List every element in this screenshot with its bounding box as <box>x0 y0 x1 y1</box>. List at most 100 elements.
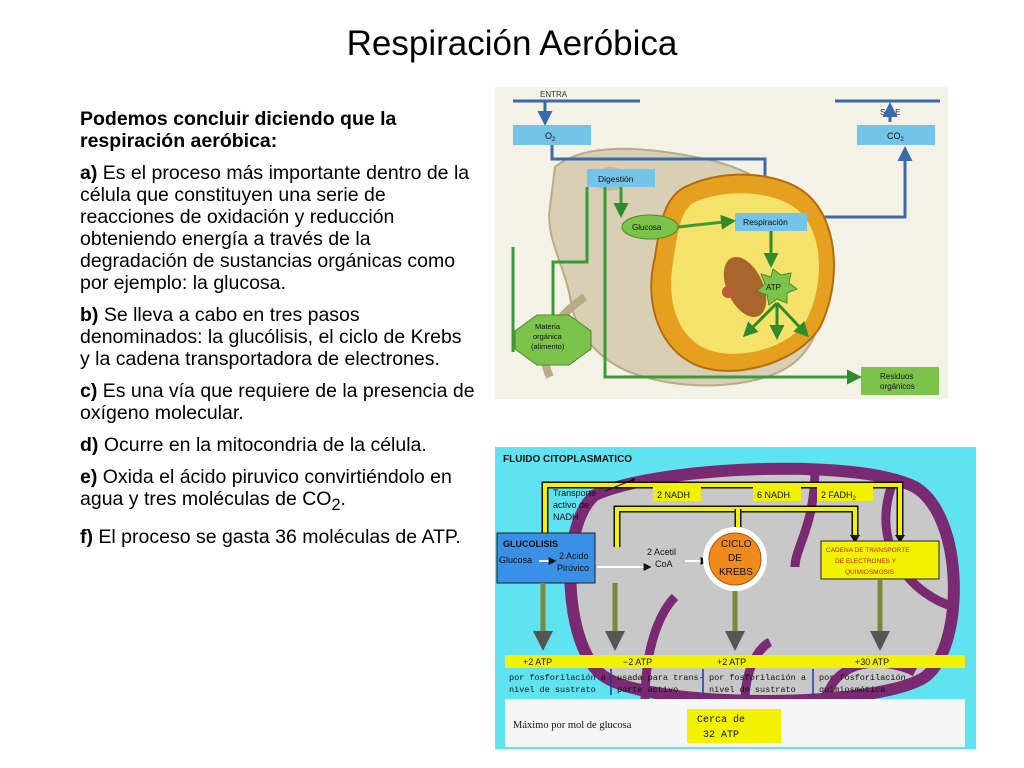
arrowhead-mid <box>850 535 860 543</box>
atp-value-1: +2 ATP <box>523 657 552 667</box>
digestion-box <box>587 169 655 187</box>
nadh-6-box <box>753 487 801 501</box>
digestion-label: Digestión <box>598 174 634 184</box>
respiration-label: Respiración <box>743 217 788 227</box>
atp-value-3: +2 ATP <box>717 657 746 667</box>
note-2b: porte activo <box>617 685 678 695</box>
glucosa-resp-arrow <box>677 214 736 230</box>
glucolisis-box <box>496 532 596 584</box>
transporte-pointer <box>604 478 636 492</box>
point-c: c) Es una vía que requiere de la presenc… <box>80 380 475 424</box>
cadena-label-3: QUIMIOSMOSIS <box>845 569 895 576</box>
acido-label-2: Pirúvico <box>557 563 589 573</box>
transporte-label-1: Transporte <box>553 488 596 498</box>
svg-text:2 FADH2: 2 FADH2 <box>821 490 857 502</box>
cerca-label-2: 32 ATP <box>703 730 739 741</box>
cadena-box <box>820 540 940 580</box>
o2-box <box>513 125 591 145</box>
maximo-label: Máximo por mol de glucosa <box>513 720 632 731</box>
point-letter: d) <box>80 434 99 456</box>
point-a: a) Es el proceso más importante dentro d… <box>80 162 475 294</box>
residuos-label-2: orgánicos <box>880 382 915 391</box>
materia-label-3: (alimento) <box>531 342 565 351</box>
cerca-box <box>687 709 781 743</box>
krebs-cycle-node <box>708 532 762 586</box>
point-text: Ocurre en la mitocondria de la célula. <box>98 434 427 456</box>
nadh-2-box <box>653 487 701 501</box>
fadh-subscript: 2 <box>853 496 857 502</box>
materia-path <box>551 187 589 315</box>
o2-label: O <box>545 131 552 141</box>
note-1b: nivel de sustrato <box>509 685 596 695</box>
note-4b: quimiosmótica <box>819 685 885 695</box>
atp-value-4: +30 ATP <box>855 657 889 667</box>
residuos-label-1: Residuos <box>880 372 913 381</box>
co2-subscript: 2 <box>901 137 905 143</box>
point-d: d) Ocurre en la mitocondria de la célula… <box>80 434 475 456</box>
fadh-label: 2 FADH <box>821 490 853 500</box>
point-letter: b) <box>80 304 99 326</box>
intro-text: Podemos concluir diciendo que la respira… <box>80 108 397 152</box>
arrowhead-right <box>895 535 905 543</box>
point-letter: a) <box>80 162 98 184</box>
yellow-top-arrow <box>543 483 902 535</box>
atp-value-2: −2 ATP <box>623 657 652 667</box>
note-3b: nivel de sustrato <box>709 685 796 695</box>
svg-text:O2: O2 <box>545 131 556 143</box>
glucosa-label: Glucosa <box>632 223 662 232</box>
cadena-label-1: CADENA DE TRANSPORTE <box>826 547 910 554</box>
krebs-label-3: KREBS <box>719 567 753 578</box>
co2-box <box>857 125 935 145</box>
materia-label-2: orgánica <box>533 332 563 341</box>
organism-respiration-diagram: ENTRA SALE O2 CO2 Digestión Glucosa Resp… <box>495 87 948 399</box>
point-suffix: . <box>340 488 346 510</box>
organelle-dot <box>722 286 734 298</box>
glucolisis-label: GLUCOLISIS <box>503 539 558 549</box>
nadh-2-label: 2 NADH <box>657 490 690 500</box>
point-subscript: 2 <box>331 495 341 514</box>
atp-band <box>505 655 965 668</box>
o2-subscript: 2 <box>552 137 556 143</box>
cadena-label-2: DE ELECTRONES Y <box>835 558 897 565</box>
residuos-arrow <box>603 187 862 385</box>
nadh-6-label: 6 NADH <box>757 490 790 500</box>
respiration-box <box>735 213 807 231</box>
materia-organica-node <box>514 314 592 366</box>
note-1a: por fosforilación a <box>509 673 606 683</box>
atp-burst <box>756 268 799 306</box>
point-text: Es el proceso más importante dentro de l… <box>80 162 470 294</box>
mitochondria-atp-diagram: FLUIDO CITOPLASMATICO Transporte activo … <box>495 447 976 749</box>
krebs-label-1: CICLO <box>721 539 752 550</box>
transporte-label-3: NADH <box>553 512 579 522</box>
slide-title: Respiración Aeróbica <box>346 24 678 63</box>
note-4a: por fosforilación <box>819 673 906 683</box>
materia-label-1: Materia <box>535 322 561 331</box>
point-f: f) El proceso se gasta 36 moléculas de A… <box>80 526 475 548</box>
point-text: El proceso se gasta 36 moléculas de ATP. <box>93 525 461 548</box>
text-block: Podemos concluir diciendo que la respira… <box>80 108 475 558</box>
cerca-label-1: Cerca de <box>697 714 745 726</box>
point-text: Es una vía que requiere de la presencia … <box>80 380 475 424</box>
acetil-label-1: 2 Acetil <box>647 547 676 557</box>
acido-label-1: 2 Acido <box>559 551 589 561</box>
atp-label: ATP <box>766 283 781 292</box>
acetil-label-2: CoA <box>655 559 673 569</box>
point-text: Se lleva a cabo en tres pasos denominado… <box>80 304 462 370</box>
atp-arrow-left <box>742 301 779 338</box>
fadh-box <box>817 487 873 501</box>
point-b: b) Se lleva a cabo en tres pasos denomin… <box>80 304 475 370</box>
entra-label: ENTRA <box>540 90 568 99</box>
point-letter: f) <box>80 525 93 548</box>
note-3a: por fosforilación a <box>709 673 806 683</box>
mitochondrion-shape <box>723 257 767 317</box>
svg-text:CO2: CO2 <box>887 131 905 143</box>
krebs-label-2: DE <box>728 553 742 564</box>
fluido-label: FLUIDO CITOPLASMATICO <box>503 454 632 465</box>
intro-paragraph: Podemos concluir diciendo que la respira… <box>80 108 475 152</box>
residuos-box <box>861 367 939 395</box>
point-letter: c) <box>80 380 98 402</box>
crista-1 <box>640 593 679 703</box>
transporte-label-2: activo de <box>553 500 589 510</box>
point-letter: e) <box>80 466 98 488</box>
atp-arrow-right <box>775 301 810 338</box>
